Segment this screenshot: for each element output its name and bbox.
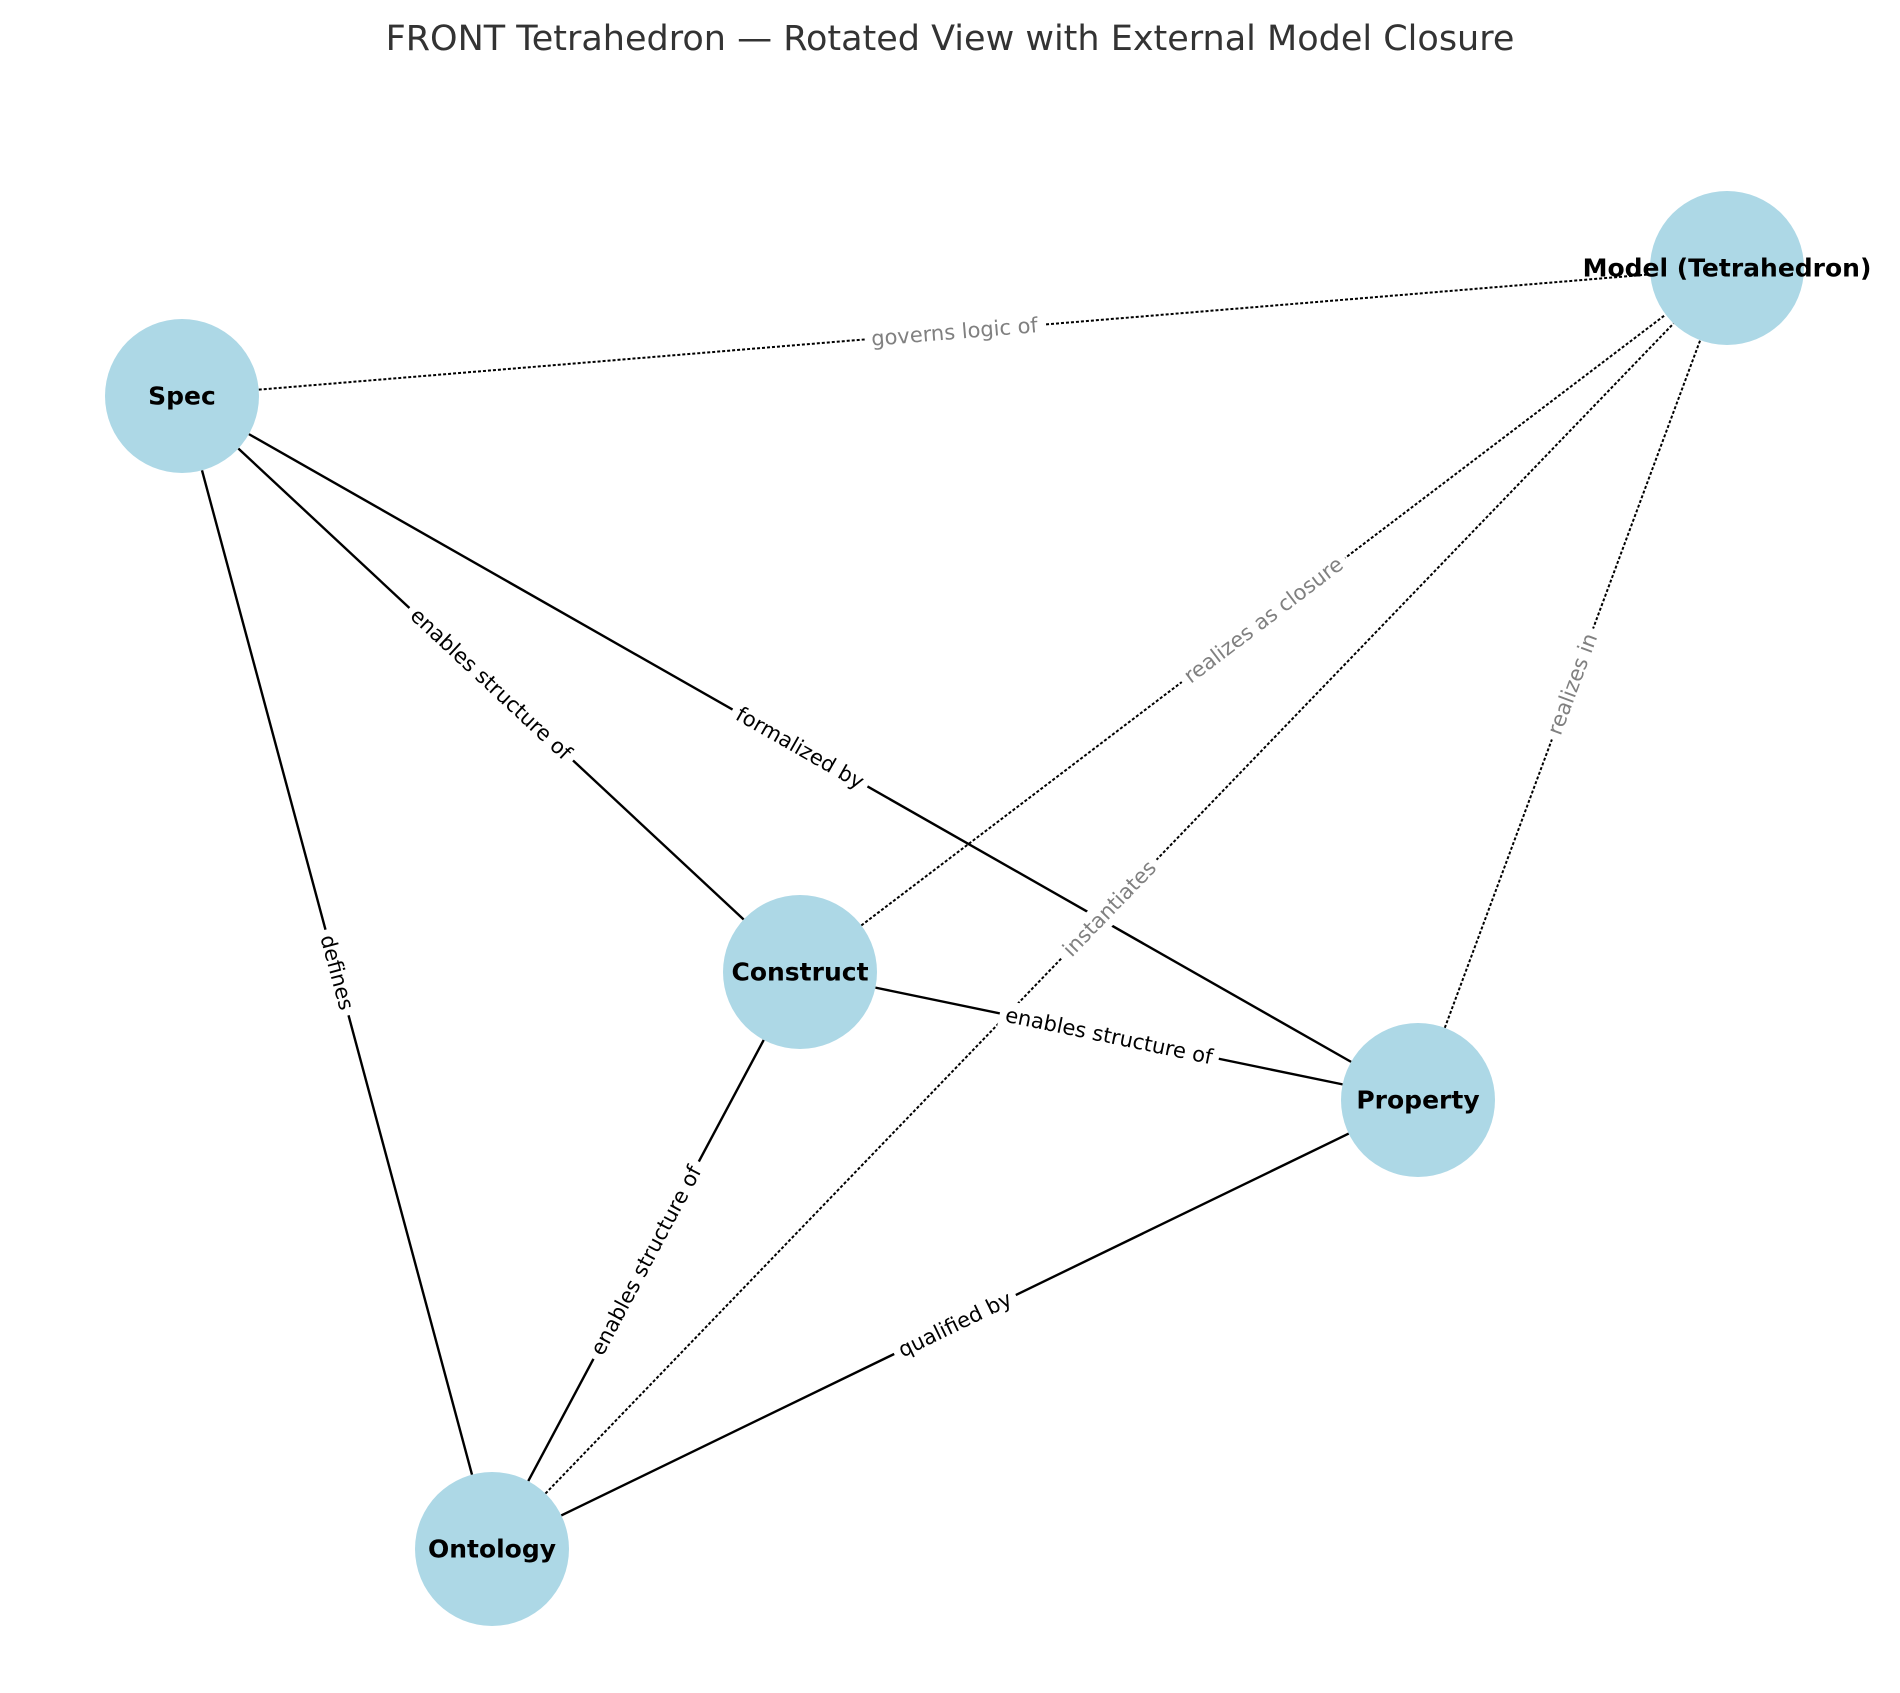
node-circle-spec — [105, 319, 259, 473]
edge-label-group: enables structure of — [996, 999, 1222, 1073]
diagram-title: FRONT Tetrahedron — Rotated View with Ex… — [386, 19, 1515, 59]
edge-label-group: enables structure of — [581, 1155, 712, 1366]
edge-label-group: formalized by — [725, 697, 875, 799]
node-label-property: Property — [1356, 1086, 1479, 1115]
edge-label-background — [581, 1155, 712, 1366]
edge-label-background — [888, 1282, 1022, 1367]
node-label-ontology: Ontology — [428, 1535, 556, 1564]
edge-label-construct-ontology: enables structure of — [586, 1161, 707, 1359]
node-circle-property — [1341, 1023, 1495, 1177]
edge-spec-model — [258, 273, 1651, 391]
node-property: Property — [1341, 1023, 1495, 1177]
node-construct: Construct — [723, 895, 877, 1049]
edge-label-background — [996, 999, 1222, 1073]
edge-label-construct-property: enables structure of — [1003, 1003, 1215, 1069]
edge-label-background — [399, 597, 583, 771]
node-label-construct: Construct — [731, 958, 868, 987]
edge-label-group: qualified by — [888, 1282, 1022, 1367]
edge-label-spec-ontology: defines — [315, 932, 358, 1012]
node-circle-construct — [723, 895, 877, 1049]
node-model: Model (Tetrahedron) — [1583, 191, 1872, 345]
edge-label-background — [311, 926, 363, 1019]
node-ontology: Ontology — [415, 1472, 569, 1626]
edge-label-background — [725, 697, 875, 799]
edge-label-group: enables structure of — [399, 597, 583, 771]
edge-label-group: instantiates — [1052, 849, 1167, 968]
edge-label-background — [1052, 849, 1167, 968]
node-circle-ontology — [415, 1472, 569, 1626]
edge-label-background — [864, 310, 1046, 354]
node-circle-model — [1650, 191, 1804, 345]
node-label-model: Model (Tetrahedron) — [1583, 254, 1872, 283]
node-spec: Spec — [105, 319, 259, 473]
edge-label-ontology-property: qualified by — [894, 1287, 1015, 1362]
edge-label-construct-model: realizes as closure — [1179, 552, 1347, 688]
node-label-spec: Spec — [148, 382, 216, 411]
edge-label-group: governs logic of — [864, 310, 1046, 354]
edge-label-group: defines — [311, 926, 363, 1019]
edge-label-spec-construct: enables structure of — [406, 603, 577, 765]
edge-label-group: realizes as closure — [1173, 546, 1354, 694]
edge-label-background — [1173, 546, 1354, 694]
edge-label-spec-property: formalized by — [732, 702, 868, 794]
edge-label-group: realizes in — [1538, 623, 1607, 745]
edge-label-background — [1538, 623, 1607, 745]
